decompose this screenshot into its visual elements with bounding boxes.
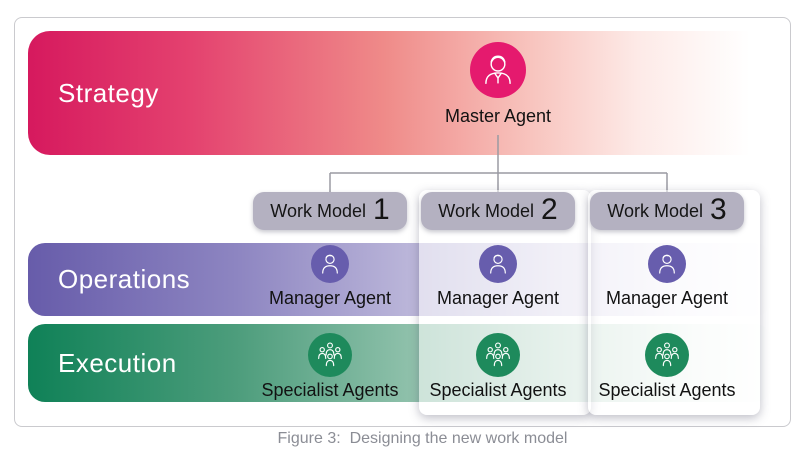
work-model-1-label: Work Model [270,200,366,221]
specialist-agents-group-icon [486,342,510,367]
manager-agent-person-icon [659,254,675,274]
work-model-3-label: Work Model [607,200,703,221]
work-model-3-number: 3 [710,193,727,226]
manager-agent-node-2: Manager Agent [408,245,588,309]
manager-agent-person-icon [490,254,506,274]
master-agent-circle [470,42,526,98]
operations-band-label: Operations [58,264,191,294]
specialist-agents-node-2: Specialist Agents [408,333,588,401]
work-model-2-box: Work Model 2 [421,192,575,230]
strategy-band: Strategy [28,31,772,155]
manager-agent-circle [648,245,686,283]
execution-band-label: Execution [58,347,177,378]
specialist-agents-group-icon [318,342,342,367]
work-model-2-label: Work Model [438,200,534,221]
master-agent-node: Master Agent [408,42,588,127]
specialist-agents-circle [645,333,689,377]
work-model-1-number: 1 [373,193,390,226]
specialist-agents-label: Specialist Agents [598,380,736,400]
manager-agent-node-1: Manager Agent [240,245,420,309]
work-model-2-number: 2 [541,193,558,226]
manager-agent-circle [479,245,517,283]
specialist-agents-label: Specialist Agents [261,380,399,400]
master-agent-person-icon [485,55,511,85]
manager-agent-node-3: Manager Agent [577,245,757,309]
work-model-3-box: Work Model 3 [590,192,744,230]
specialist-agents-node-1: Specialist Agents [240,333,420,401]
manager-agent-label: Manager Agent [268,288,392,308]
master-agent-label: Master Agent [444,106,552,126]
strategy-band-label: Strategy [58,77,159,108]
specialist-agents-circle [308,333,352,377]
work-model-1-box: Work Model 1 [253,192,407,230]
manager-agent-label: Manager Agent [605,288,729,308]
manager-agent-person-icon [322,254,338,274]
specialist-agents-node-3: Specialist Agents [577,333,757,401]
figure-caption: Figure 3: Designing the new work model [277,430,568,447]
specialist-agents-label: Specialist Agents [429,380,567,400]
manager-agent-label: Manager Agent [436,288,560,308]
manager-agent-circle [311,245,349,283]
specialist-agents-group-icon [655,342,679,367]
specialist-agents-circle [476,333,520,377]
